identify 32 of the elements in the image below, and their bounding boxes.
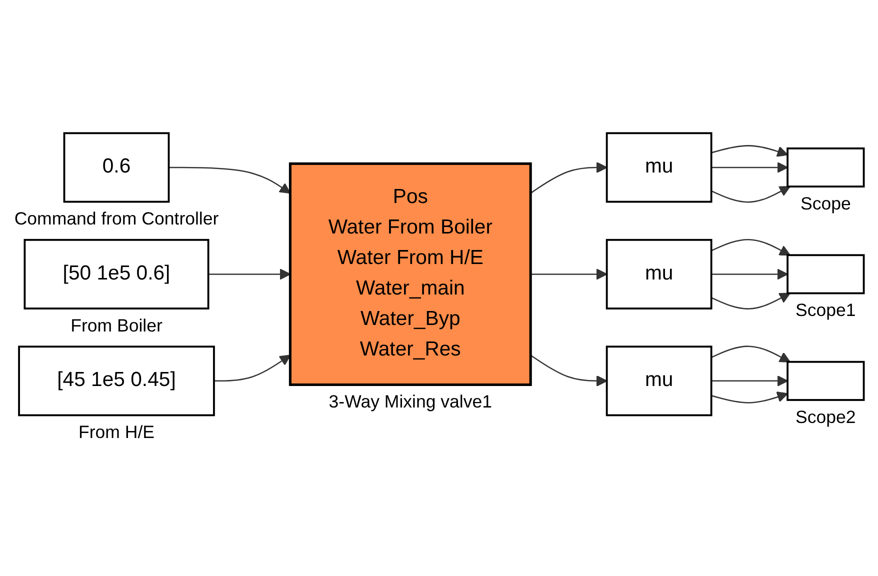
node-label: Scope2 bbox=[796, 407, 856, 428]
arrow bbox=[711, 162, 788, 174]
node-label: 3-Way Mixing valve1 bbox=[328, 392, 492, 412]
node-box: mu bbox=[606, 132, 712, 204]
node-label: From H/E bbox=[78, 422, 155, 443]
node-box: mu bbox=[606, 346, 712, 417]
arrow bbox=[711, 346, 790, 363]
arrow bbox=[711, 392, 788, 404]
node-label: From Boiler bbox=[70, 316, 162, 336]
arrow bbox=[711, 269, 788, 280]
node-label: Scope bbox=[800, 194, 851, 214]
node-box bbox=[786, 361, 865, 402]
arrow bbox=[711, 293, 790, 310]
arrow bbox=[711, 186, 790, 204]
arrow bbox=[214, 355, 291, 382]
node-box: [50 1e5 0.6] bbox=[24, 239, 210, 310]
node-box bbox=[786, 148, 865, 188]
arrow bbox=[711, 239, 790, 256]
arrow bbox=[208, 269, 291, 280]
node-box: [45 1e5 0.45] bbox=[18, 346, 215, 417]
arrow bbox=[530, 355, 608, 387]
node-box: mu bbox=[606, 239, 712, 310]
node-label: Scope1 bbox=[796, 300, 856, 321]
arrow bbox=[530, 269, 608, 280]
arrow bbox=[711, 376, 788, 387]
node-label: Command from Controller bbox=[14, 209, 219, 230]
node-box: 0.6 bbox=[63, 132, 170, 204]
node-box bbox=[786, 254, 865, 295]
arrow bbox=[168, 167, 291, 194]
node-box: Pos Water From Boiler Water From H/E Water_main Water_Byp Water_Res bbox=[288, 162, 532, 386]
arrow bbox=[530, 162, 608, 194]
arrow bbox=[711, 146, 788, 158]
